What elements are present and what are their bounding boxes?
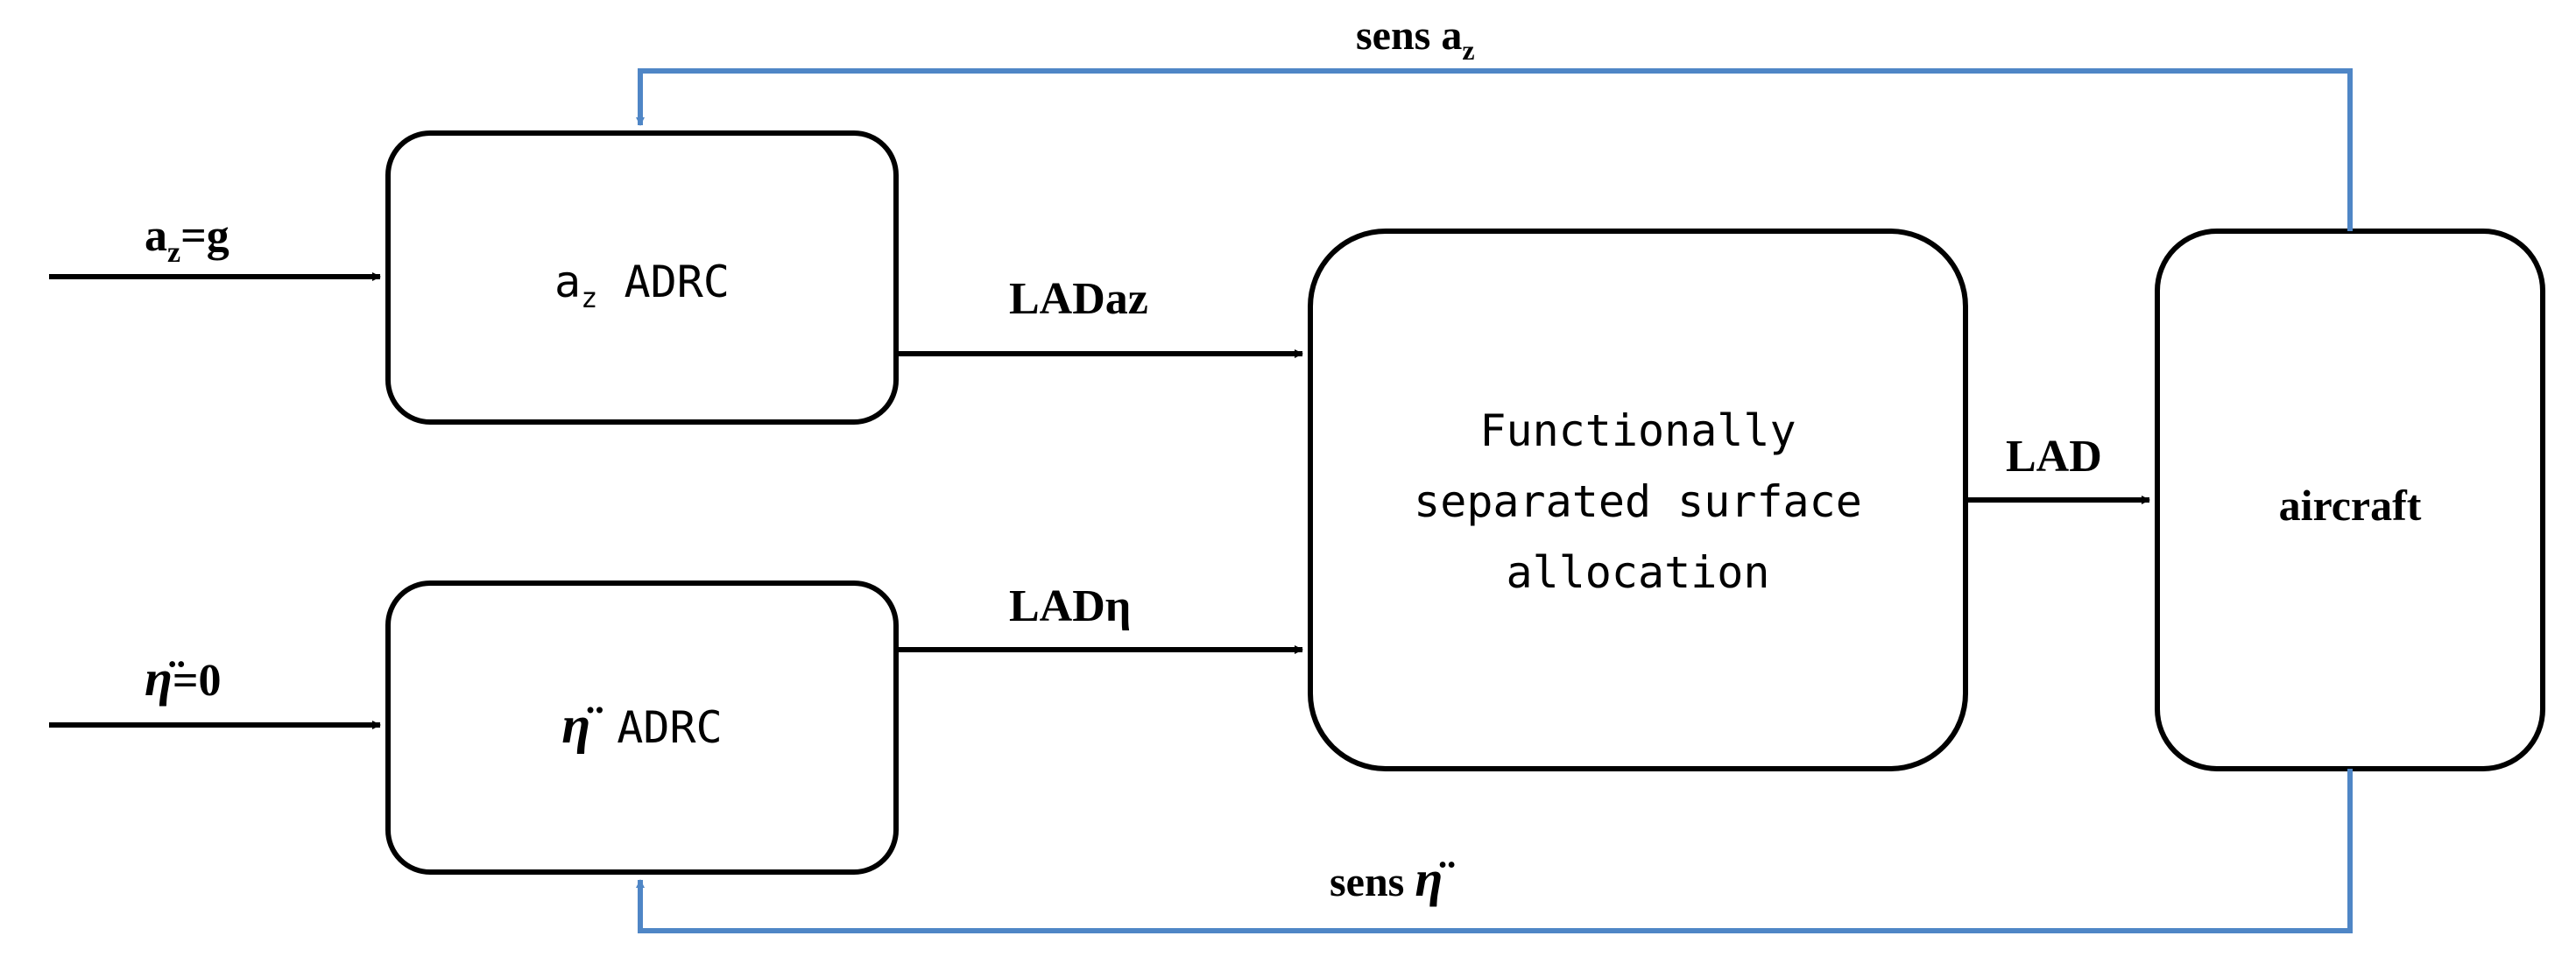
sens-az-label: sens az [1356,12,1475,66]
eta-input-label: η̈=0 [145,650,221,707]
az-adrc-block [385,130,899,425]
ladeta-label: LADη [1009,581,1131,631]
ladaz-label: LADaz [1009,274,1148,324]
az-adrc-label: az ADRC [554,257,730,314]
sens-az-feedback-path [636,68,2353,231]
sens-eta-label: sens η̈ [1330,850,1455,907]
allocation-label-line-1: Functionally [1479,405,1796,456]
aircraft-label: aircraft [2279,481,2422,530]
allocation-label-line-3: allocation [1506,547,1769,598]
allocation-label-line-2: separated surface [1414,476,1862,527]
az-input-label: az=g [145,211,229,269]
eta-adrc-label: η̈ ADRC [561,696,722,754]
lad-label: LAD [2006,432,2102,482]
sens-eta-feedback-path [636,769,2353,933]
eta-adrc-block [385,581,899,875]
